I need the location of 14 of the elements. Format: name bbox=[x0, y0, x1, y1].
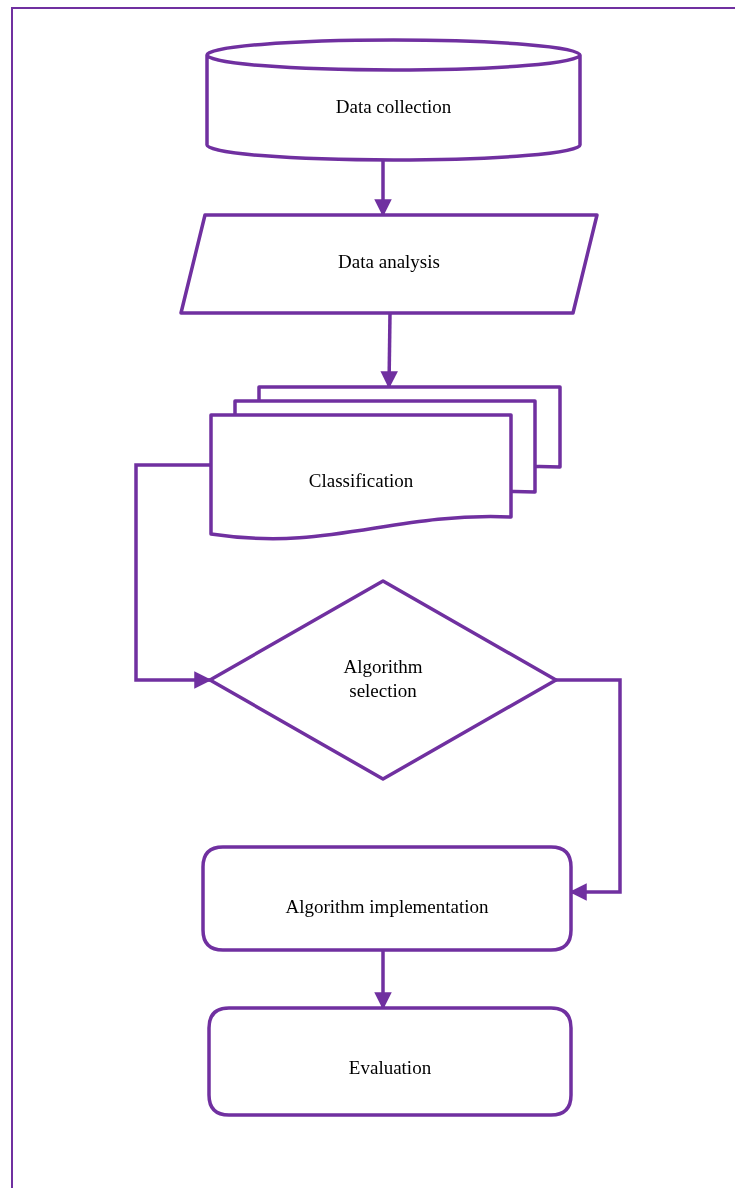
process-box bbox=[209, 1008, 571, 1115]
node-label: Classification bbox=[307, 469, 415, 493]
decision-diamond bbox=[210, 581, 556, 779]
arrow bbox=[556, 678, 622, 901]
node-label: Data analysis bbox=[337, 250, 441, 274]
data-parallelogram bbox=[181, 215, 597, 313]
process-box bbox=[203, 847, 571, 950]
arrow bbox=[134, 463, 212, 689]
node-label: Evaluation bbox=[347, 1056, 433, 1080]
node-label: Algorithm selection bbox=[342, 655, 424, 703]
database-cylinder bbox=[207, 40, 580, 160]
node-label: Algorithm implementation bbox=[284, 895, 490, 919]
multi-document-shape bbox=[211, 387, 560, 540]
node-label: Data collection bbox=[334, 95, 453, 119]
